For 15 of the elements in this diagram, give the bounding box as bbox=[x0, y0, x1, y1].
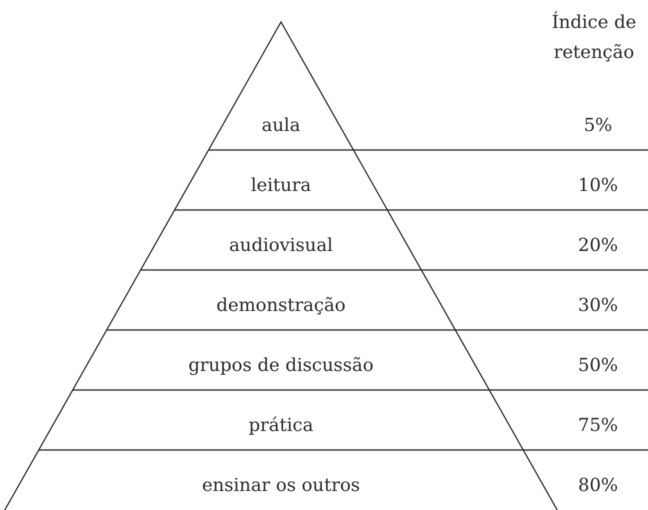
method-label: aula bbox=[262, 115, 300, 136]
retention-value: 75% bbox=[578, 415, 618, 436]
retention-value: 50% bbox=[578, 355, 618, 376]
retention-value: 80% bbox=[578, 475, 618, 496]
retention-value: 10% bbox=[578, 175, 618, 196]
column-header: Índice de retenção bbox=[550, 10, 638, 65]
method-label: leitura bbox=[250, 175, 312, 196]
retention-value: 5% bbox=[584, 115, 612, 136]
method-label: audiovisual bbox=[229, 235, 333, 256]
retention-value: 20% bbox=[578, 235, 618, 256]
method-label: ensinar os outros bbox=[202, 475, 360, 496]
method-label: grupos de discussão bbox=[188, 355, 374, 376]
method-label: demonstração bbox=[216, 295, 346, 316]
retention-value: 30% bbox=[578, 295, 618, 316]
method-label: prática bbox=[248, 415, 314, 436]
